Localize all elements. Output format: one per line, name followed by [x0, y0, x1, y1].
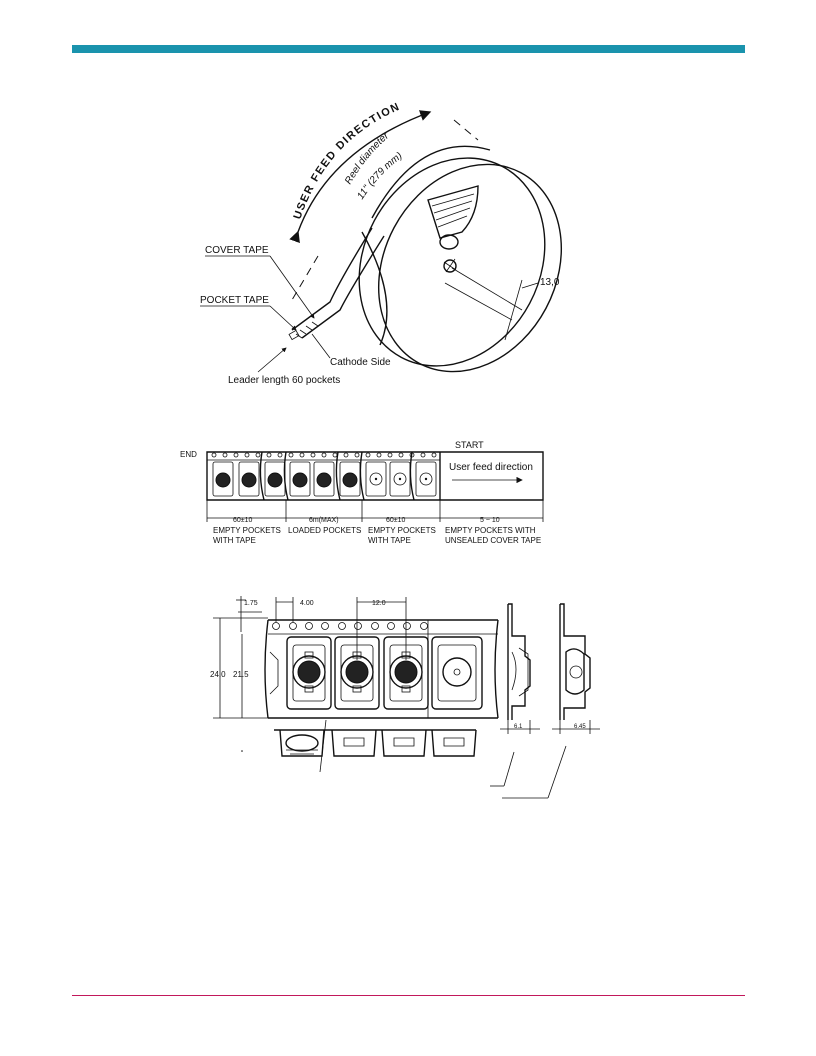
end-label: END	[180, 450, 197, 459]
loaded-pocket	[212, 461, 361, 497]
pocket-profile-bottom	[274, 719, 477, 773]
seg1-label-2: WITH TAPE	[213, 536, 256, 545]
dim-1-75: 1.75	[244, 600, 258, 607]
empty-pocket	[365, 461, 437, 497]
start-label: START	[455, 440, 484, 450]
dim-6-1: 6.1	[514, 724, 523, 730]
reel-window	[427, 185, 479, 239]
pocket-detail-figure: 1.75 4.00 12.0 24.0 21.5	[210, 596, 600, 799]
seg4-dim: 5 ~ 10	[480, 517, 500, 524]
seg3-label-1: EMPTY POCKETS	[368, 526, 436, 535]
detail-loaded-pocket	[286, 636, 429, 710]
reel-figure: 13,0 USER FEED DIRECTION Reel diameter 1…	[200, 101, 563, 386]
tape-break-left	[264, 619, 269, 719]
dim-24-0: 24.0	[210, 670, 226, 679]
seg1-label-1: EMPTY POCKETS	[213, 526, 281, 535]
tape-wrap	[361, 231, 388, 346]
header-accent-bar	[72, 45, 745, 53]
pocket-tape-strip	[291, 227, 373, 331]
reel-hub	[443, 259, 457, 273]
seg4-label-2: UNSEALED COVER TAPE	[445, 536, 541, 545]
break-line	[259, 451, 265, 501]
reel-slot	[439, 234, 459, 250]
seg2-label-1: LOADED POCKETS	[288, 526, 361, 535]
dim-4-00: 4.00	[300, 600, 314, 607]
strip-feed-direction-label: User feed direction	[449, 462, 533, 473]
seg2-dim: 6m(MAX)	[309, 517, 339, 524]
hub-diameter-label: 13,0	[540, 277, 560, 288]
dim-12-0: 12.0	[372, 600, 386, 607]
tape-edges	[268, 619, 498, 719]
detail-empty-pocket	[431, 636, 483, 710]
seg3-dim: 60±10	[386, 517, 406, 524]
side-view-2	[559, 603, 591, 720]
side-view-1	[507, 603, 531, 720]
seg4-label-1: EMPTY POCKETS WITH	[445, 526, 536, 535]
dim-21-5: 21.5	[233, 670, 249, 679]
tape-strip-outline	[206, 451, 544, 501]
feed-direction-arrow	[289, 110, 432, 244]
seg3-label-2: WITH TAPE	[368, 536, 411, 545]
pocket-tape-label: POCKET TAPE	[200, 295, 269, 306]
seg1-dim: 60±10	[233, 517, 253, 524]
sprocket-holes	[272, 622, 428, 630]
cathode-side-label: Cathode Side	[330, 357, 391, 368]
dim-6-45: 6.45	[574, 724, 586, 730]
tape-break-right	[494, 619, 499, 719]
footer-rule	[72, 995, 745, 996]
cover-tape-label: COVER TAPE	[205, 245, 269, 256]
leader-length-label: Leader length 60 pockets	[228, 375, 340, 386]
tape-strip-figure: END START	[180, 440, 544, 545]
